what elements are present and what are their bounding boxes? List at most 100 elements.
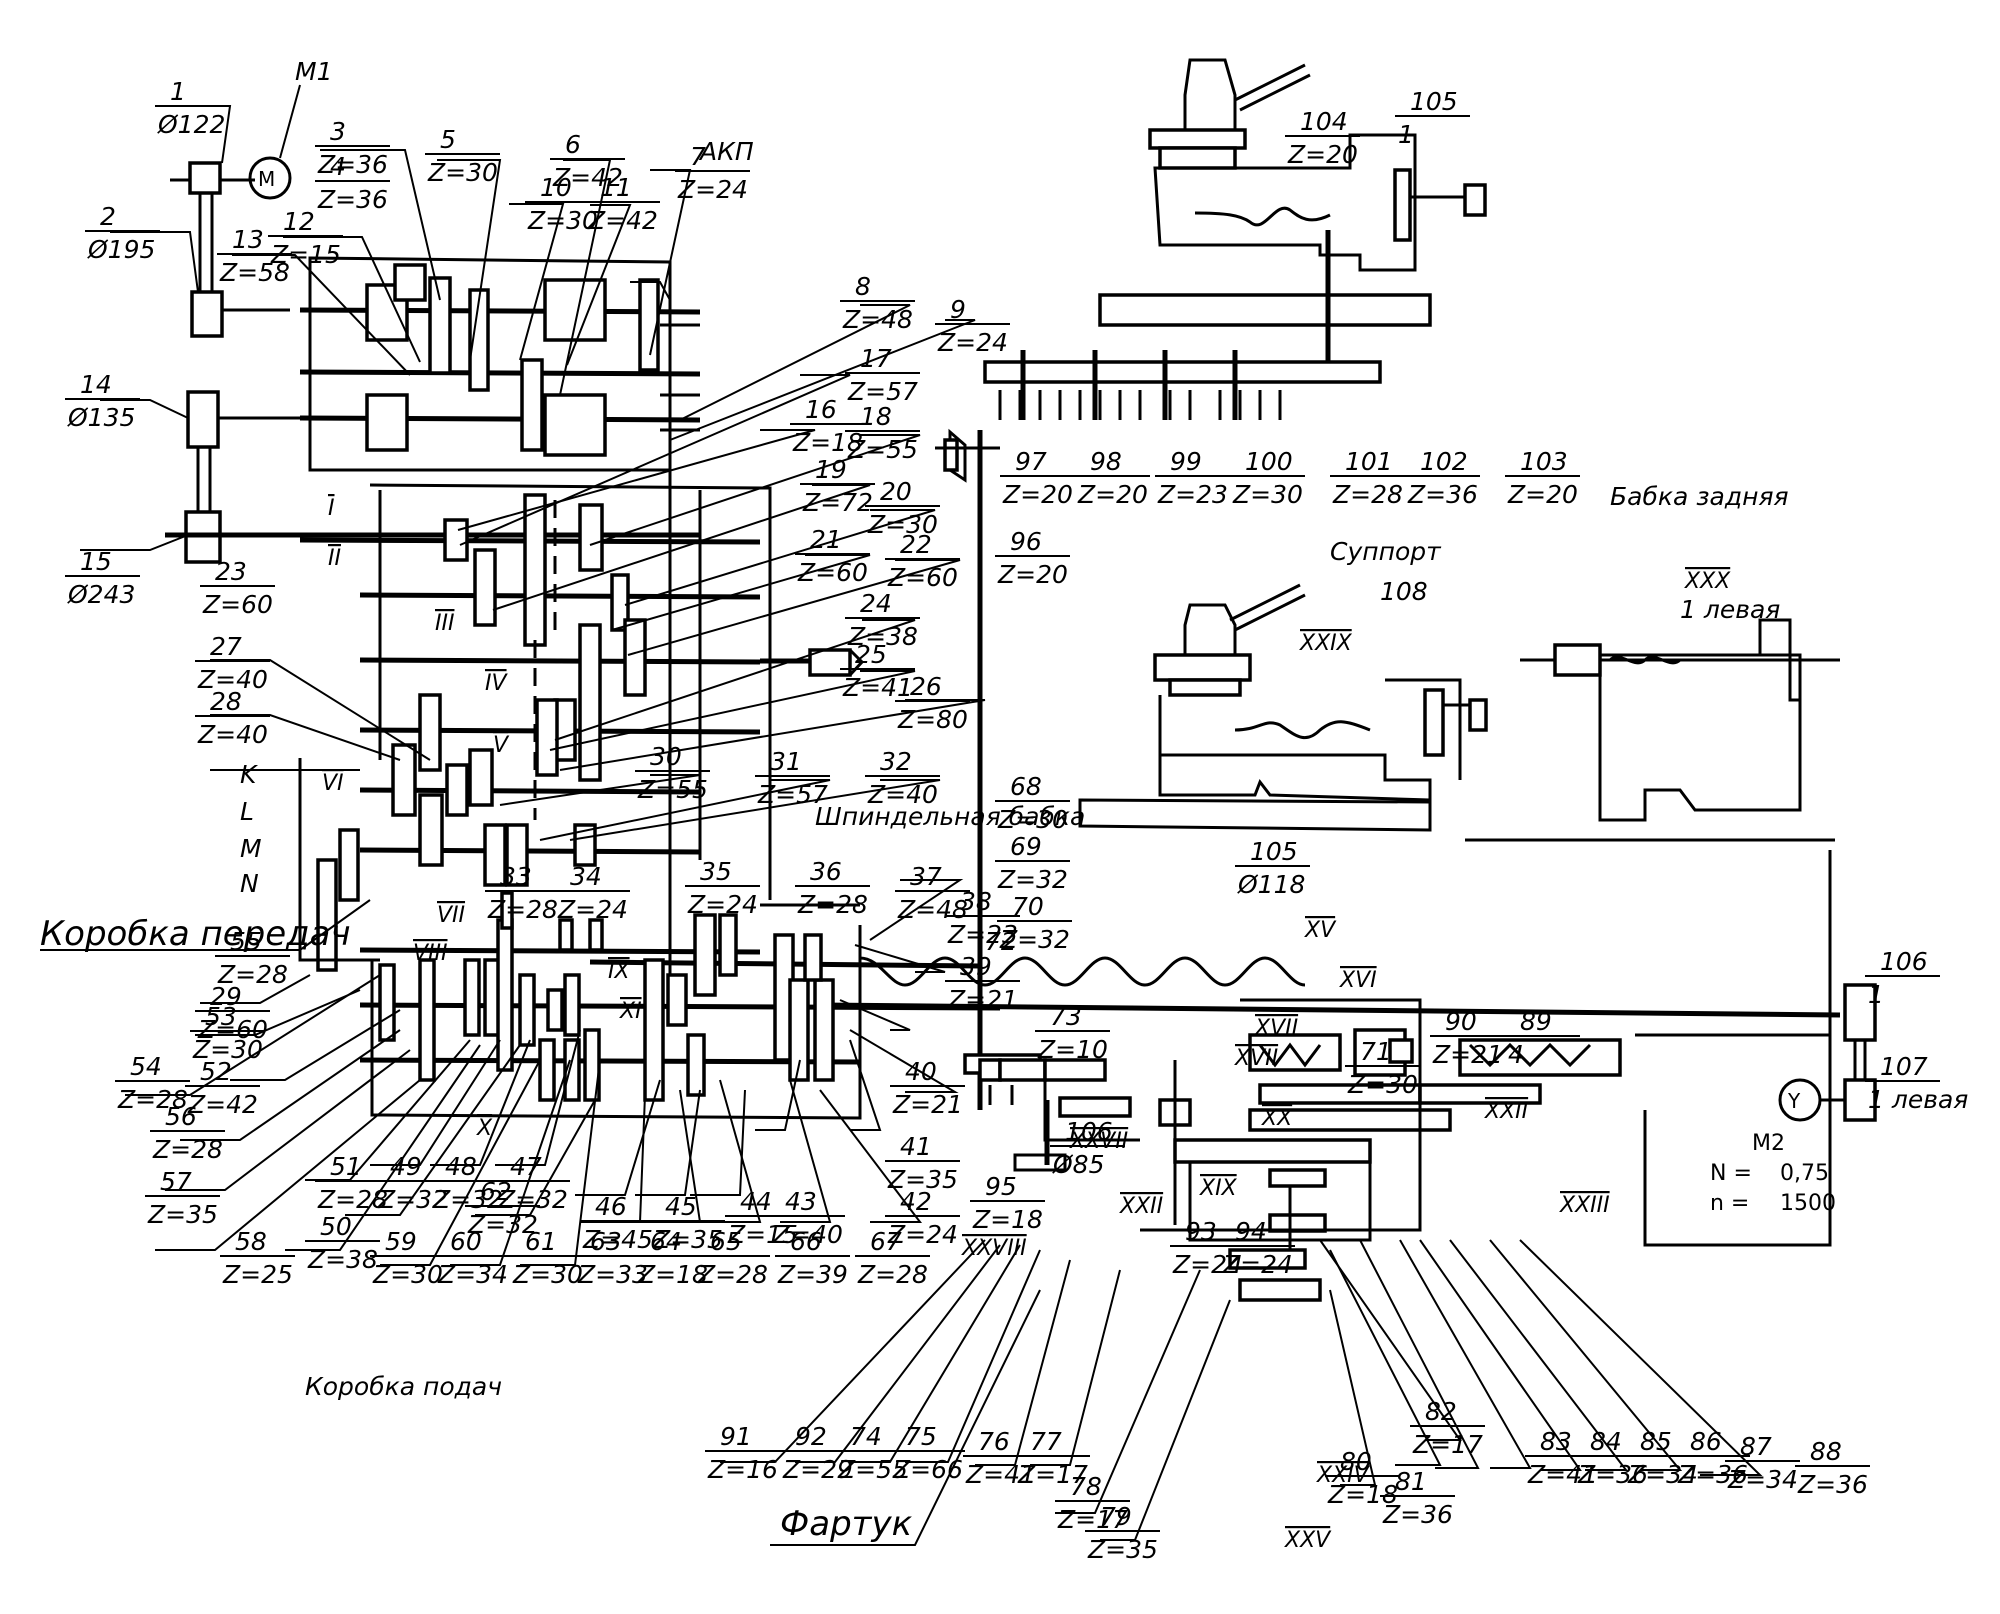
shaft-label: XXII	[1119, 1194, 1163, 1219]
part-spec: Z=30	[1347, 1070, 1418, 1099]
part-spec: Z=48	[842, 305, 913, 334]
part-number: 34	[570, 862, 602, 891]
part-label-48: 48Z=32	[430, 1152, 505, 1214]
part-number: 73	[1050, 1002, 1082, 1031]
part-spec: Z=24	[887, 1220, 958, 1249]
shaft-labels: I II III IV V VI VII VIII IX X XI XV XVI…	[322, 496, 1780, 1553]
part-number: 83	[1540, 1427, 1572, 1456]
shaft-label: V	[493, 733, 510, 758]
part-spec: Z=24	[1172, 1250, 1243, 1279]
unit-label-feed-box: Коробка подач	[305, 1372, 502, 1401]
part-label-18: 18Z=55	[845, 402, 920, 464]
shaft-label: VIII	[413, 941, 448, 966]
part-label-31: 31Z=57	[755, 747, 830, 809]
part-number: 8	[855, 272, 871, 301]
part-number: 14	[80, 370, 112, 399]
part-label-36: 36Z=28	[795, 857, 870, 919]
part-number: 42	[900, 1187, 932, 1216]
part-spec: Z=16	[707, 1455, 778, 1484]
part-spec: Z=30	[192, 1035, 263, 1064]
part-number: 9	[950, 295, 966, 324]
part-spec: Z=32	[467, 1210, 538, 1239]
part-spec: Z=36	[317, 150, 388, 179]
part-spec: Ø135	[67, 403, 135, 432]
part-spec: Z=18	[972, 1205, 1043, 1234]
part-spec: Z=36	[1677, 1460, 1748, 1489]
part-label-37: 37Z=48	[895, 862, 970, 924]
part-label-62: 62Z=32	[465, 1177, 540, 1239]
part-label-60: 60Z=34	[435, 1227, 510, 1289]
part-number: 95	[985, 1172, 1017, 1201]
part-spec: 4	[1508, 1040, 1524, 1069]
part-label-33: 33Z=28	[485, 862, 560, 924]
part-number: 105	[1250, 837, 1298, 866]
part-number: 45	[665, 1192, 697, 1221]
part-number: 102	[1420, 447, 1468, 476]
part-number: 65	[710, 1227, 742, 1256]
part-number: 38	[960, 887, 992, 916]
part-spec: Z=41	[1527, 1460, 1598, 1489]
part-label-45: 45Z=35	[650, 1192, 725, 1254]
part-spec: Z=38	[847, 622, 918, 651]
part-number: 24	[860, 589, 892, 618]
part-spec: Z=28	[857, 1260, 928, 1289]
part-label-19: 19Z=72	[800, 455, 875, 517]
part-spec: Z=72	[802, 488, 873, 517]
shaft-label: II	[328, 546, 341, 571]
part-label-55: 55Z=28	[215, 927, 290, 989]
part-number: 33	[500, 862, 532, 891]
part-number: 36	[810, 857, 842, 886]
motor-m2-power-value: 0,75	[1780, 1161, 1829, 1186]
apron	[978, 998, 1622, 1302]
part-spec: Z=30	[527, 206, 598, 235]
part-spec: Z=17	[1412, 1430, 1483, 1459]
shaft-label: I	[328, 496, 335, 521]
part-label-72: 72	[985, 927, 1017, 956]
part-label-57: 57Z=35	[145, 1167, 220, 1229]
part-number: 35	[700, 857, 732, 886]
part-spec: Z=24	[677, 175, 748, 204]
part-label-79: 79Z=35	[1085, 1502, 1160, 1564]
part-spec: Z=60	[197, 1015, 268, 1044]
part-spec: Z=36	[1382, 1500, 1453, 1529]
part-number: 74	[850, 1422, 882, 1451]
part-label-4: 4Z=36	[315, 152, 390, 214]
part-label-108: 108	[1380, 577, 1428, 606]
part-spec: Z=55	[847, 435, 918, 464]
part-label-49: 49Z=32	[375, 1152, 450, 1214]
part-number: 66	[790, 1227, 822, 1256]
part-number: 91	[720, 1422, 752, 1451]
motor-m1-symbol: M	[258, 167, 275, 191]
part-spec: Z=28	[317, 1185, 388, 1214]
part-number: 51	[330, 1152, 362, 1181]
part-spec: Z=24	[1222, 1250, 1293, 1279]
part-label-40: 40Z=21	[890, 1057, 965, 1119]
part-spec: Z=10	[1037, 1035, 1108, 1064]
part-spec: Z=33	[577, 1260, 648, 1289]
part-number: 43	[785, 1187, 817, 1216]
part-number: 28	[210, 687, 242, 716]
part-number: 105	[1410, 87, 1458, 116]
motor-m2-group: Y M2 N = 0,75 n = 1500	[1465, 838, 1877, 1247]
part-number: 54	[130, 1052, 162, 1081]
part-number: 22	[900, 530, 932, 559]
shaft-label: XIX	[1199, 1176, 1238, 1201]
part-spec: Z=48	[897, 895, 968, 924]
part-spec: Z=29	[782, 1455, 853, 1484]
part-spec: Z=42	[187, 1090, 258, 1119]
part-label-54: 54Z=28	[115, 1052, 190, 1114]
part-spec: Z=57	[757, 780, 828, 809]
part-number: 89	[1520, 1007, 1552, 1036]
tailstock	[1520, 618, 1840, 822]
part-spec: Z=24	[937, 328, 1008, 357]
part-spec: Z=17	[1017, 1460, 1088, 1489]
part-label-11: 11Z=42	[585, 173, 660, 235]
part-label-7: 7Z=24	[675, 142, 750, 204]
part-spec: Z=36	[317, 185, 388, 214]
part-label-98: 98Z=20	[1075, 447, 1150, 509]
part-spec: Z=66	[892, 1455, 963, 1484]
part-spec: Z=23	[1157, 480, 1228, 509]
shaft-label: XVI	[1339, 968, 1377, 993]
